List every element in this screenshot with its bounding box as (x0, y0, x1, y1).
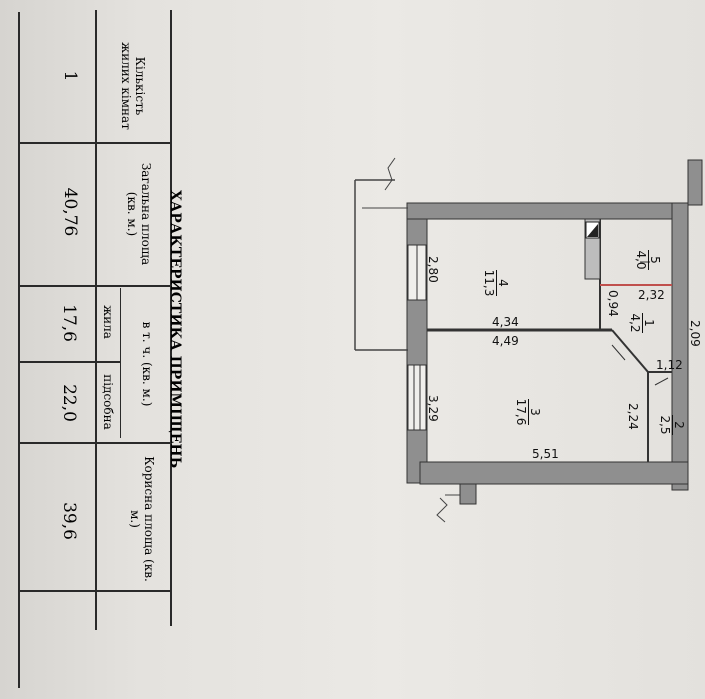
room-4-label: 4 11,3 (482, 263, 510, 303)
table-row-divider (95, 10, 97, 630)
room-1-label: 1 4,2 (628, 303, 656, 343)
room-4-number: 4 (496, 279, 510, 287)
table-col-divider-2 (18, 285, 172, 287)
table-col-divider-3 (18, 361, 121, 363)
table-col-divider-4 (18, 442, 172, 444)
dim-2-24: 2,24 (626, 403, 640, 430)
dim-4-34: 4,34 (492, 315, 519, 329)
room-4-area: 11,3 (482, 269, 497, 297)
dim-0-94: 0,94 (606, 290, 620, 317)
room-3-number: 3 (528, 408, 542, 416)
table-subheader-divider (120, 288, 121, 438)
dim-4-49: 4,49 (492, 334, 519, 348)
table-border-right (170, 10, 172, 626)
room-2-area: 2,5 (658, 415, 673, 435)
room-1-area: 4,2 (628, 313, 643, 333)
room-5-number: 5 (648, 256, 662, 264)
dim-2-09: 2,09 (688, 320, 702, 347)
dim-1-12: 1,12 (656, 358, 683, 372)
table-col-divider-1 (18, 142, 172, 144)
room-5-area: 4,0 (634, 250, 649, 270)
room-2-label: 2 2,5 (658, 405, 686, 445)
dim-5-51: 5,51 (532, 447, 559, 461)
table-col-divider-5 (18, 590, 172, 592)
dim-3-29: 3,29 (426, 395, 440, 422)
room-3-area: 17,6 (514, 398, 529, 426)
dim-2-80: 2,80 (426, 256, 440, 283)
table-border-left (18, 12, 20, 688)
dim-2-32: 2,32 (638, 288, 665, 302)
room-3-label: 3 17,6 (514, 392, 542, 432)
room-1-number: 1 (642, 319, 656, 327)
room-5-label: 5 4,0 (634, 240, 662, 280)
room-2-number: 2 (672, 421, 686, 429)
